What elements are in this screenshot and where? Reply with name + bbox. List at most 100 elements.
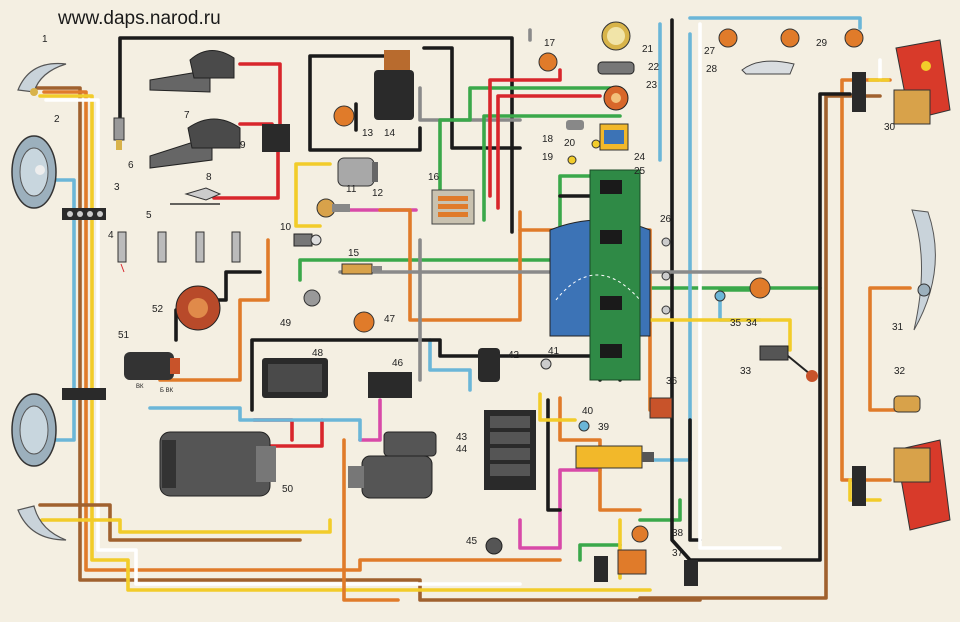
component-sidelight-bottom xyxy=(17,505,67,541)
site-watermark: www.daps.narod.ru xyxy=(58,8,221,29)
wire-grey-2 xyxy=(418,28,532,382)
terminal-label-vk: ВК xyxy=(136,384,144,390)
component-28-dome-light xyxy=(741,60,795,75)
component-20-lamp xyxy=(591,139,601,149)
wire-top-grey xyxy=(418,86,522,122)
label-10: 10 xyxy=(280,222,292,233)
label-20: 20 xyxy=(564,138,576,149)
wire-top-black xyxy=(118,36,514,234)
terminal-block-lower-left xyxy=(62,388,106,400)
wire-horn-red3 xyxy=(212,148,280,200)
wire-pink-bottom xyxy=(358,398,602,550)
label-22: 22 xyxy=(648,62,660,73)
wire-relay-black xyxy=(308,54,422,152)
component-labels: 1 2 3 4 5 6 7 8 9 10 11 12 13 14 15 16 1… xyxy=(42,34,906,559)
component-29-lamp xyxy=(780,28,864,48)
component-37-switch xyxy=(617,549,647,575)
wire-left-orange xyxy=(42,90,562,572)
component-24-switch xyxy=(599,123,629,151)
label-6: 6 xyxy=(128,160,134,171)
component-35-bulb xyxy=(714,290,726,302)
wire-green-1 xyxy=(438,86,612,198)
wire-orange-4 xyxy=(558,396,642,512)
label-8: 8 xyxy=(206,172,212,183)
label-31: 31 xyxy=(892,322,904,333)
component-22-lighter xyxy=(597,61,635,75)
component-38-lamp xyxy=(631,525,649,543)
label-41: 41 xyxy=(548,346,560,357)
wire-black-r2 xyxy=(688,418,702,542)
component-9-horn-relay xyxy=(262,124,290,152)
label-39: 39 xyxy=(598,422,610,433)
component-27-lamp xyxy=(718,28,738,48)
component-2-headlight xyxy=(11,135,57,209)
component-51-ignition-coil xyxy=(124,352,180,380)
label-4: 4 xyxy=(108,230,114,241)
wire-blue-mid xyxy=(148,338,472,442)
component-8-horn-button xyxy=(170,187,222,205)
component-44-fuse-box xyxy=(484,410,536,490)
wire-red-dash2 xyxy=(496,94,602,210)
label-40: 40 xyxy=(582,406,594,417)
label-27: 27 xyxy=(704,46,716,57)
component-26-bulbs xyxy=(661,237,671,315)
component-4-spark-plugs xyxy=(117,231,241,273)
label-24: 24 xyxy=(634,152,646,163)
label-3: 3 xyxy=(114,182,120,193)
wire-orange-r2 xyxy=(868,286,912,412)
component-30-tail-light xyxy=(893,39,951,125)
component-tail-light-bottom xyxy=(893,439,951,531)
wire-orange-2 xyxy=(158,238,270,382)
component-43-starter-relay xyxy=(383,431,437,457)
label-38: 38 xyxy=(672,528,684,539)
label-33: 33 xyxy=(740,366,752,377)
label-49: 49 xyxy=(280,318,292,329)
label-46: 46 xyxy=(392,358,404,369)
wire-red-dash xyxy=(488,68,562,198)
component-21-clock xyxy=(601,21,631,51)
component-7-horns xyxy=(149,50,241,169)
component-41-bulb xyxy=(540,358,552,370)
terminal-block-right-bottom xyxy=(852,466,866,506)
component-47-lamp xyxy=(353,311,375,333)
label-26: 26 xyxy=(660,214,672,225)
wire-green-4 xyxy=(558,174,602,252)
wire-blue-top2 xyxy=(688,16,862,30)
wire-left-white xyxy=(44,98,522,586)
wire-relay-black2 xyxy=(422,46,522,150)
component-31-sidelight xyxy=(911,209,936,331)
label-50: 50 xyxy=(282,484,294,495)
component-25-instrument-cluster xyxy=(549,169,651,381)
label-45: 45 xyxy=(466,536,478,547)
wire-horn-red xyxy=(238,62,282,130)
component-starter-motor xyxy=(348,455,433,499)
label-43: 43 xyxy=(456,432,468,443)
component-40-bulb xyxy=(578,420,590,432)
wire-green-6 xyxy=(578,498,682,562)
wire-green-2 xyxy=(482,114,622,222)
label-18: 18 xyxy=(542,134,554,145)
component-49-sensor xyxy=(303,289,321,307)
label-35: 35 xyxy=(730,318,742,329)
label-42: 42 xyxy=(508,350,520,361)
component-15-sensor xyxy=(341,263,382,275)
component-12-motor xyxy=(337,157,378,187)
wire-orange-3 xyxy=(342,438,400,602)
wire-yellow-r xyxy=(848,78,890,502)
component-13-switch xyxy=(333,105,355,127)
label-21: 21 xyxy=(642,44,654,55)
label-37: 37 xyxy=(672,548,684,559)
wire-orange-1 xyxy=(378,208,522,322)
component-39-light-switch xyxy=(575,445,654,469)
label-25: 25 xyxy=(634,166,646,177)
component-3-terminal-block xyxy=(62,208,106,220)
wire-yellow-long xyxy=(608,318,792,352)
wire-left-yellow2 xyxy=(40,518,332,534)
component-32-lamp xyxy=(893,395,921,413)
terminal-label-bvk: Б ВК xyxy=(160,388,174,394)
component-headlight-bottom xyxy=(11,393,57,467)
component-36-relay xyxy=(649,397,673,419)
component-19-bulb xyxy=(567,155,577,165)
